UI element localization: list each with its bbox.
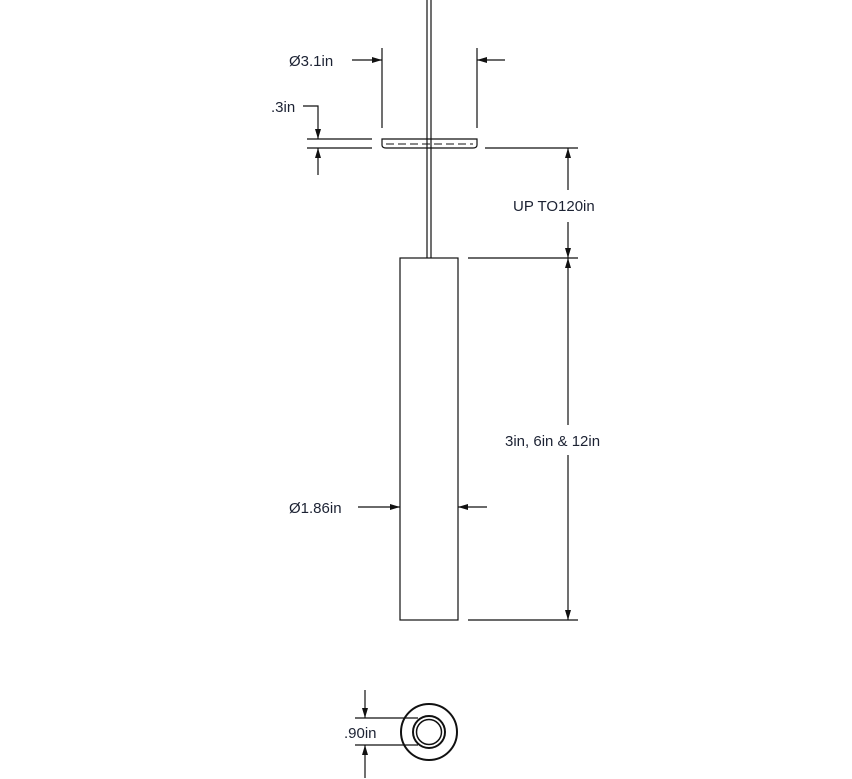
canopy-height-dimension: .3in (271, 99, 372, 175)
aperture-dimension: .90in (344, 690, 418, 778)
canopy-height-label: .3in (271, 99, 295, 116)
suspension-cord (426, 0, 432, 258)
bottom-view (400, 703, 458, 761)
pendant-length-label: 3in, 6in & 12in (505, 433, 600, 450)
cord-length-label: UP TO120in (513, 198, 595, 215)
pendant-diameter-label: Ø1.86in (289, 500, 342, 517)
canopy-diameter-label: Ø3.1in (289, 53, 333, 70)
pendant-length-dimension: 3in, 6in & 12in (468, 257, 600, 621)
aperture-diameter-label: .90in (344, 725, 377, 742)
canopy-diameter-dimension: Ø3.1in (289, 48, 505, 128)
pendant-diameter-dimension: Ø1.86in (289, 500, 487, 517)
cord-length-dimension: UP TO120in (485, 147, 595, 258)
pendant-body (399, 257, 459, 621)
canopy (381, 138, 478, 149)
